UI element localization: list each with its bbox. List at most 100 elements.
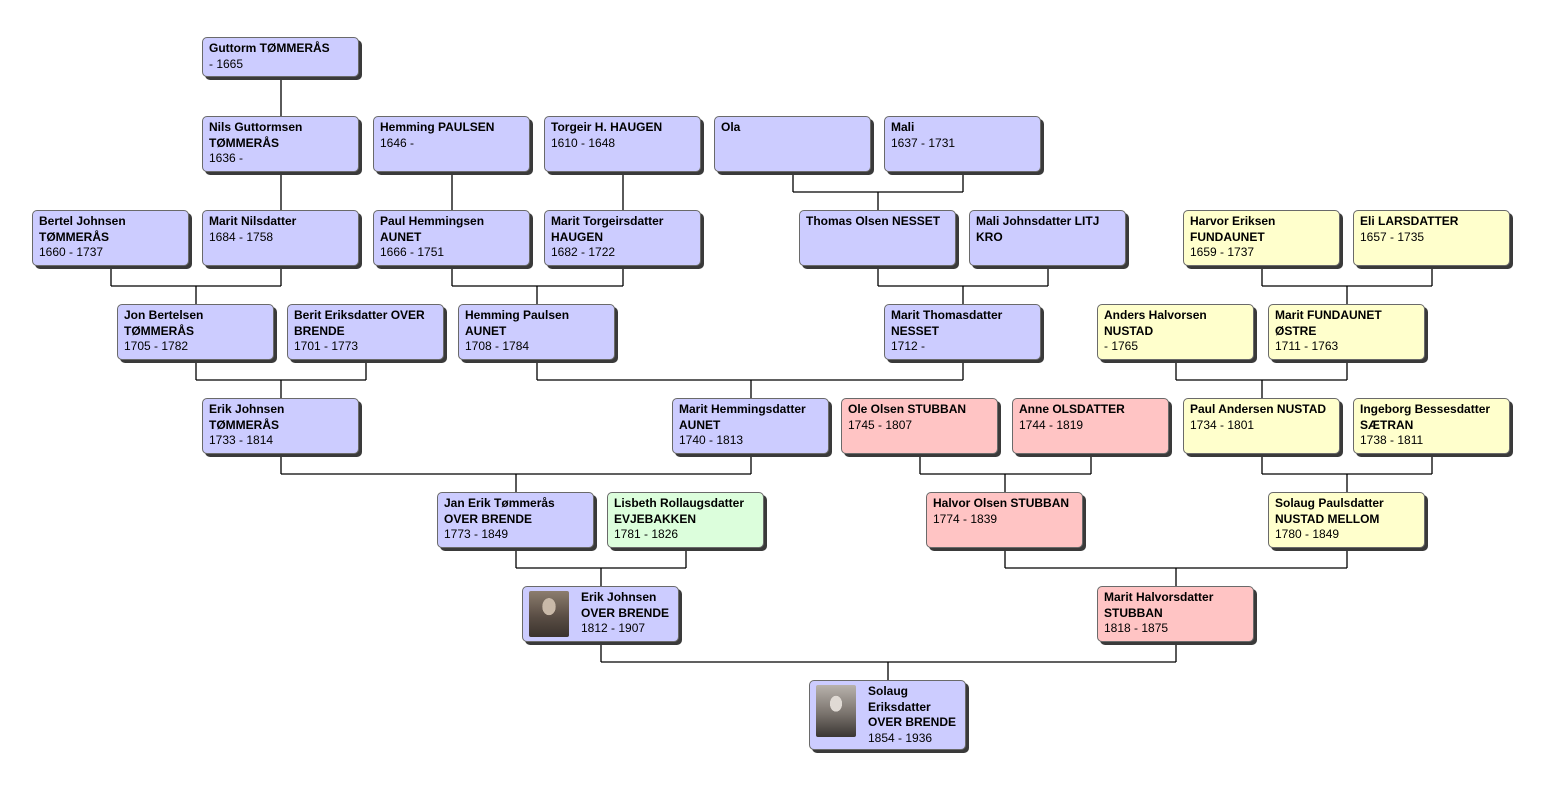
person-dates: 1682 - 1722 [551, 245, 616, 259]
person-name: BRENDE [294, 323, 345, 338]
person-name: Guttorm TØMMERÅS [209, 41, 330, 55]
person-name: Berit Eriksdatter OVER [294, 308, 425, 322]
person-name: Ola [721, 120, 741, 134]
person-name: NUSTAD [1104, 323, 1154, 338]
person-card-thomas[interactable]: Thomas Olsen NESSET [799, 210, 956, 266]
person-name: NUSTAD MELLOM [1275, 511, 1380, 526]
person-name: Erik Johnsen [209, 402, 285, 416]
person-name: HAUGEN [551, 229, 604, 244]
person-name: NESSET [891, 323, 940, 338]
person-dates: 1774 - 1839 [933, 511, 998, 526]
person-card-guttorm[interactable]: Guttorm TØMMERÅS- 1665 [202, 37, 359, 77]
person-name: Hemming Paulsen [465, 308, 570, 322]
person-dates: 1636 - [209, 151, 244, 165]
person-name: Paul Andersen NUSTAD [1190, 402, 1327, 416]
person-name: Lisbeth Rollaugsdatter [614, 496, 745, 510]
person-dates: - 1665 [209, 56, 244, 71]
person-dates: 1657 - 1735 [1360, 229, 1425, 244]
person-name: EVJEBAKKEN [614, 511, 697, 526]
person-name: Bertel Johnsen [39, 214, 126, 228]
person-name: Erik Johnsen [581, 590, 657, 604]
person-name: AUNET [380, 229, 422, 244]
person-name: Mali [891, 120, 915, 134]
person-dates: 1701 - 1773 [294, 339, 359, 353]
person-dates: 1781 - 1826 [614, 527, 679, 541]
person-name: Jon Bertelsen [124, 308, 204, 322]
person-dates: 1733 - 1814 [209, 433, 274, 447]
person-name: Eli LARSDATTER [1360, 214, 1459, 228]
person-dates: 1646 - [380, 135, 415, 150]
person-dates: 1684 - 1758 [209, 229, 274, 244]
person-dates: 1660 - 1737 [39, 245, 104, 259]
person-dates: 1734 - 1801 [1190, 417, 1255, 432]
person-name: ØSTRE [1275, 323, 1317, 338]
person-name: Anne OLSDATTER [1019, 402, 1125, 416]
person-name: Marit Hemmingsdatter [679, 402, 806, 416]
person-name: Marit Torgeirsdatter [551, 214, 664, 228]
person-name: KRO [976, 229, 1003, 244]
portrait-photo [816, 685, 856, 737]
person-dates: 1708 - 1784 [465, 339, 530, 353]
person-dates: 1812 - 1907 [581, 621, 646, 635]
person-dates: 1610 - 1648 [551, 135, 616, 150]
person-name: Marit FUNDAUNET [1275, 308, 1382, 322]
person-name: Mali Johnsdatter LITJ [976, 214, 1100, 228]
person-name: TØMMERÅS [124, 323, 194, 338]
portrait-photo [529, 591, 569, 637]
person-card-ola[interactable]: Ola [714, 116, 871, 172]
person-text: Thomas Olsen NESSET [806, 214, 949, 230]
person-name: Ingeborg Bessesdatter [1360, 402, 1491, 416]
person-name: Anders Halvorsen [1104, 308, 1207, 322]
person-name: TØMMERÅS [209, 417, 279, 432]
person-name: Eriksdatter [868, 699, 931, 714]
person-dates: - 1765 [1104, 339, 1139, 353]
person-dates: 1666 - 1751 [380, 245, 445, 259]
